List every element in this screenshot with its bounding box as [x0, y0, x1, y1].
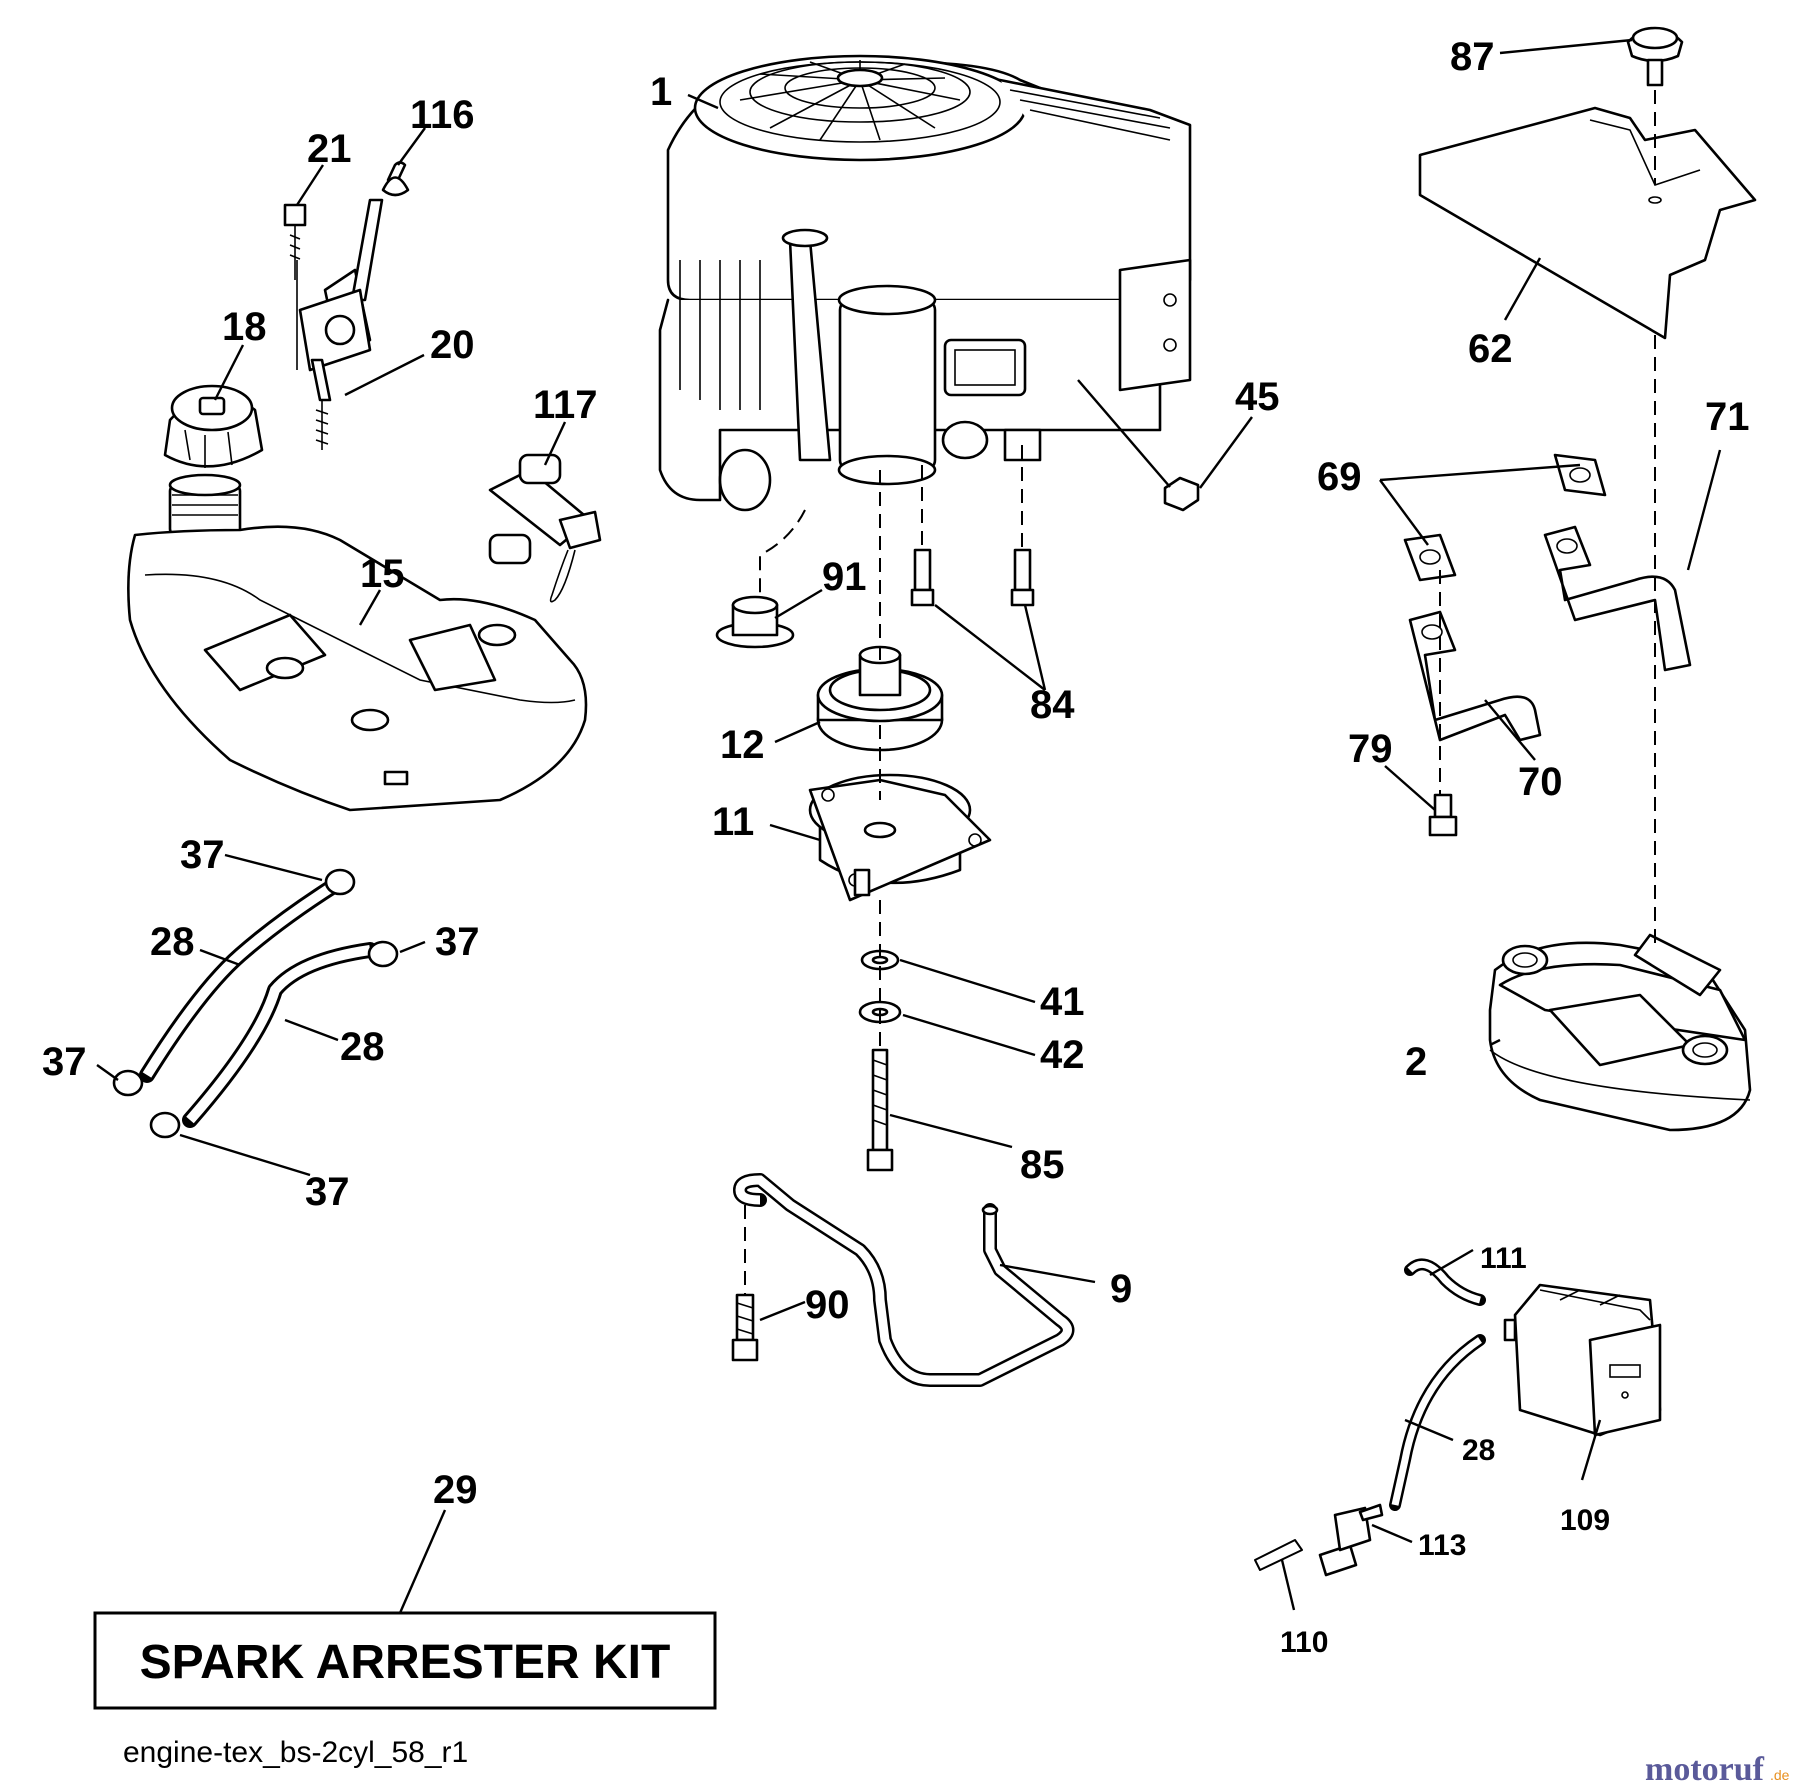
bushing: [715, 595, 795, 649]
label-85: 85: [1020, 1143, 1065, 1187]
label-37-bottom: 37: [305, 1170, 350, 1214]
label-18: 18: [222, 305, 267, 349]
label-84: 84: [1030, 683, 1075, 727]
pto-clutch: [808, 773, 992, 902]
throttle-control: [283, 161, 410, 450]
watermark-logo: motoruf .de: [1645, 1751, 1790, 1788]
label-111: 111: [1480, 1242, 1527, 1275]
label-90: 90: [805, 1283, 850, 1327]
label-117: 117: [533, 383, 598, 427]
kit-title: SPARK ARRESTER KIT: [140, 1636, 671, 1689]
label-91: 91: [822, 555, 867, 599]
label-113: 113: [1418, 1529, 1466, 1562]
washers-and-bolt: [858, 949, 902, 1172]
label-12: 12: [720, 723, 765, 767]
evap-system: [1254, 1258, 1662, 1577]
muffler: [1488, 933, 1752, 1132]
label-37-left: 37: [42, 1040, 87, 1084]
label-37-top: 37: [180, 833, 225, 877]
label-1: 1: [650, 70, 672, 114]
fuel-cap: [163, 384, 264, 468]
alignment-lines: [744, 90, 1656, 1295]
label-15: 15: [360, 552, 405, 596]
label-110: 110: [1280, 1626, 1328, 1659]
part-labels: 1 116 21 18 20 117 15 91 84 12 11 45 87 …: [42, 35, 1750, 1659]
label-28-left: 28: [150, 920, 195, 964]
label-9: 9: [1110, 1267, 1132, 1311]
leader-lines: [96, 38, 1722, 1614]
bolts-84: [910, 548, 1035, 607]
fuel-lines: [112, 868, 399, 1139]
label-2: 2: [1405, 1040, 1427, 1084]
label-41: 41: [1040, 980, 1085, 1024]
label-21: 21: [307, 127, 352, 171]
label-70: 70: [1518, 760, 1563, 804]
fuel-valve: [488, 453, 602, 603]
exhaust-pipes: [1403, 453, 1692, 837]
label-62: 62: [1468, 327, 1513, 371]
fuel-tank: [127, 473, 588, 812]
label-116: 116: [410, 93, 475, 137]
watermark-suffix: .de: [1770, 1767, 1790, 1783]
diagram-id: engine-tex_bs-2cyl_58_r1: [123, 1736, 468, 1769]
label-11: 11: [712, 800, 754, 844]
label-45: 45: [1235, 375, 1280, 419]
label-28-evap: 28: [1462, 1434, 1495, 1467]
watermark-text: motoruf: [1645, 1751, 1765, 1788]
label-42: 42: [1040, 1033, 1085, 1077]
spark-arrester-kit: SPARK ARRESTER KIT: [93, 1611, 717, 1710]
label-71: 71: [1705, 395, 1750, 439]
label-29: 29: [433, 1468, 478, 1512]
heat-shield: [1418, 26, 1757, 340]
label-37-right: 37: [435, 920, 480, 964]
label-20: 20: [430, 323, 475, 367]
label-109: 109: [1560, 1504, 1610, 1537]
label-69: 69: [1317, 455, 1362, 499]
nut: [1163, 476, 1200, 512]
bracket-rod: [731, 1173, 1075, 1387]
label-79: 79: [1348, 727, 1393, 771]
label-28-center: 28: [340, 1025, 385, 1069]
label-87: 87: [1450, 35, 1495, 79]
engine: [658, 54, 1192, 512]
